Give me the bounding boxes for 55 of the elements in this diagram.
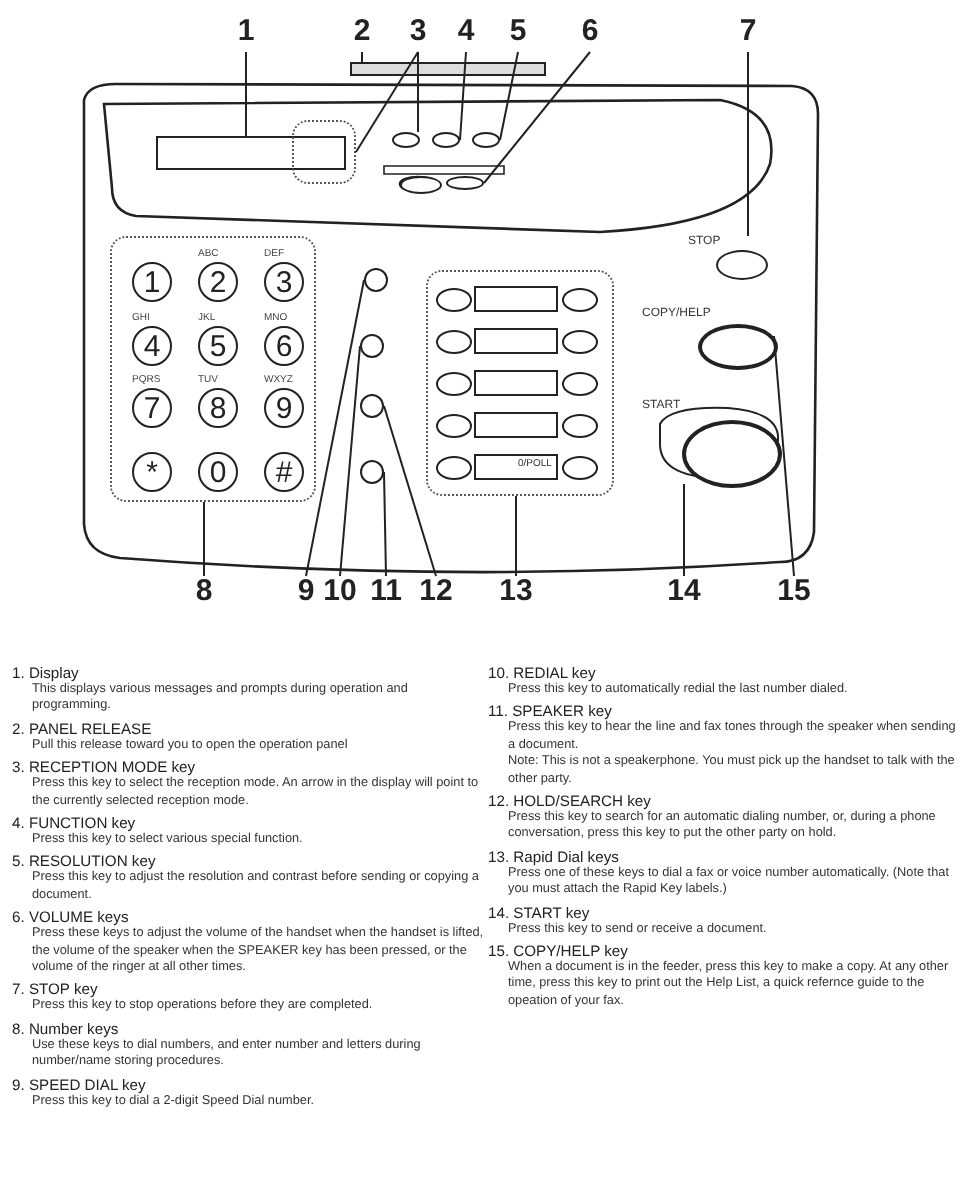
speaker-button [360, 460, 384, 484]
leader-line [355, 51, 419, 153]
callout-number: 10 [320, 576, 360, 612]
callout-number: 12 [416, 576, 456, 612]
callout-number: 5 [500, 16, 536, 52]
resolution-button [472, 132, 500, 148]
number-key: 5 [198, 326, 238, 366]
number-key: 9 [264, 388, 304, 428]
number-key: * [132, 452, 172, 492]
callout-number: 11 [366, 576, 406, 612]
leader-line [417, 51, 419, 133]
keypad-area [110, 236, 316, 502]
number-key: 0 [198, 452, 238, 492]
leader-line [459, 51, 467, 141]
callout-number: 14 [664, 576, 704, 612]
number-key: 3 [264, 262, 304, 302]
indicator-area [292, 120, 356, 184]
rapid-dial-area [426, 270, 614, 496]
leader-line [383, 471, 387, 577]
callout-number: 3 [400, 16, 436, 52]
volume-button [446, 176, 484, 190]
leader-line [245, 51, 247, 137]
leader-line [483, 51, 591, 184]
callout-number: 4 [448, 16, 484, 52]
callout-number: 6 [572, 16, 608, 52]
callout-number: 15 [774, 576, 814, 612]
leader-line [683, 483, 685, 577]
leader-line [515, 495, 517, 577]
leader-line [361, 51, 363, 63]
speed-dial-button [364, 268, 388, 292]
callout-number: 8 [186, 576, 222, 612]
leader-line [339, 345, 361, 577]
callout-number: 9 [288, 576, 324, 612]
leader-line [383, 405, 437, 577]
callout-number: 1 [228, 16, 264, 52]
number-key: 4 [132, 326, 172, 366]
number-key: 2 [198, 262, 238, 302]
function-button [432, 132, 460, 148]
redial-button [360, 334, 384, 358]
display-screen [156, 136, 346, 170]
reception-mode-button [392, 132, 420, 148]
callout-number: 2 [344, 16, 380, 52]
callout-number: 13 [496, 576, 536, 612]
number-key: # [264, 452, 304, 492]
leader-line [203, 501, 205, 577]
hold-search-button [360, 394, 384, 418]
number-key: 1 [132, 262, 172, 302]
panel-release-tab [350, 62, 546, 76]
leader-line [499, 51, 519, 141]
leader-line [747, 51, 749, 237]
number-key: 6 [264, 326, 304, 366]
number-key: 7 [132, 388, 172, 428]
callout-number: 7 [730, 16, 766, 52]
leader-line [305, 279, 365, 577]
number-key: 8 [198, 388, 238, 428]
